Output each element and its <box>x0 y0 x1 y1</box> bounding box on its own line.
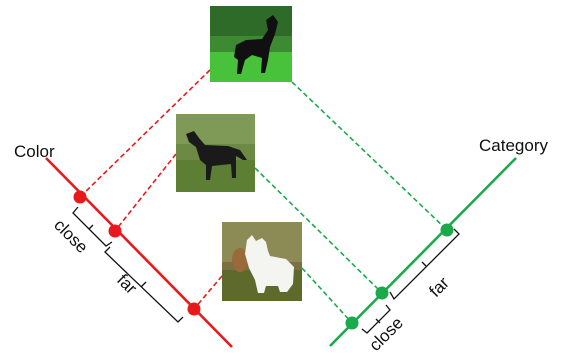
horse-color-projection <box>79 69 211 198</box>
category-axis-line <box>329 157 517 347</box>
right-far-bracket-tick <box>421 261 427 267</box>
horse-silhouette <box>234 15 278 74</box>
horse-category-point <box>440 223 454 237</box>
black-dog-photo <box>176 114 255 192</box>
black-dog-category-point <box>375 286 389 300</box>
white-dog-silhouette <box>245 235 294 293</box>
left-brackets <box>72 206 184 323</box>
black-dog-silhouette <box>186 131 247 180</box>
right-close-bracket-tick <box>375 318 381 324</box>
black-dog-category-projection <box>254 167 383 294</box>
white-dog-category-projection <box>301 267 353 324</box>
right-close-label: close <box>365 313 406 354</box>
left-close-label: close <box>50 215 91 256</box>
category-projection-lines <box>254 81 448 324</box>
color-axis-line <box>45 157 233 348</box>
horse-category-projection <box>291 81 448 231</box>
black-horse-photo <box>210 6 292 82</box>
horse-color-point <box>73 190 87 204</box>
right-brackets <box>361 228 460 334</box>
black-dog-color-point <box>108 224 122 238</box>
left-far-label: far <box>113 270 141 298</box>
white-dog-category-point <box>345 316 359 330</box>
white-dog-photo <box>222 222 302 301</box>
left-close-bracket-tick <box>88 224 94 230</box>
left-close-bracket <box>72 206 113 247</box>
right-far-label: far <box>425 273 453 301</box>
left-far-bracket-tick <box>140 281 147 288</box>
right-far-bracket <box>389 228 460 301</box>
white-dog-color-point <box>187 302 201 316</box>
color-axis-label: Color <box>14 142 55 161</box>
black-dog-color-projection <box>114 153 177 232</box>
color-projection-lines <box>79 69 223 310</box>
white-dog-color-projection <box>193 275 223 310</box>
category-axis-label: Category <box>479 136 548 155</box>
